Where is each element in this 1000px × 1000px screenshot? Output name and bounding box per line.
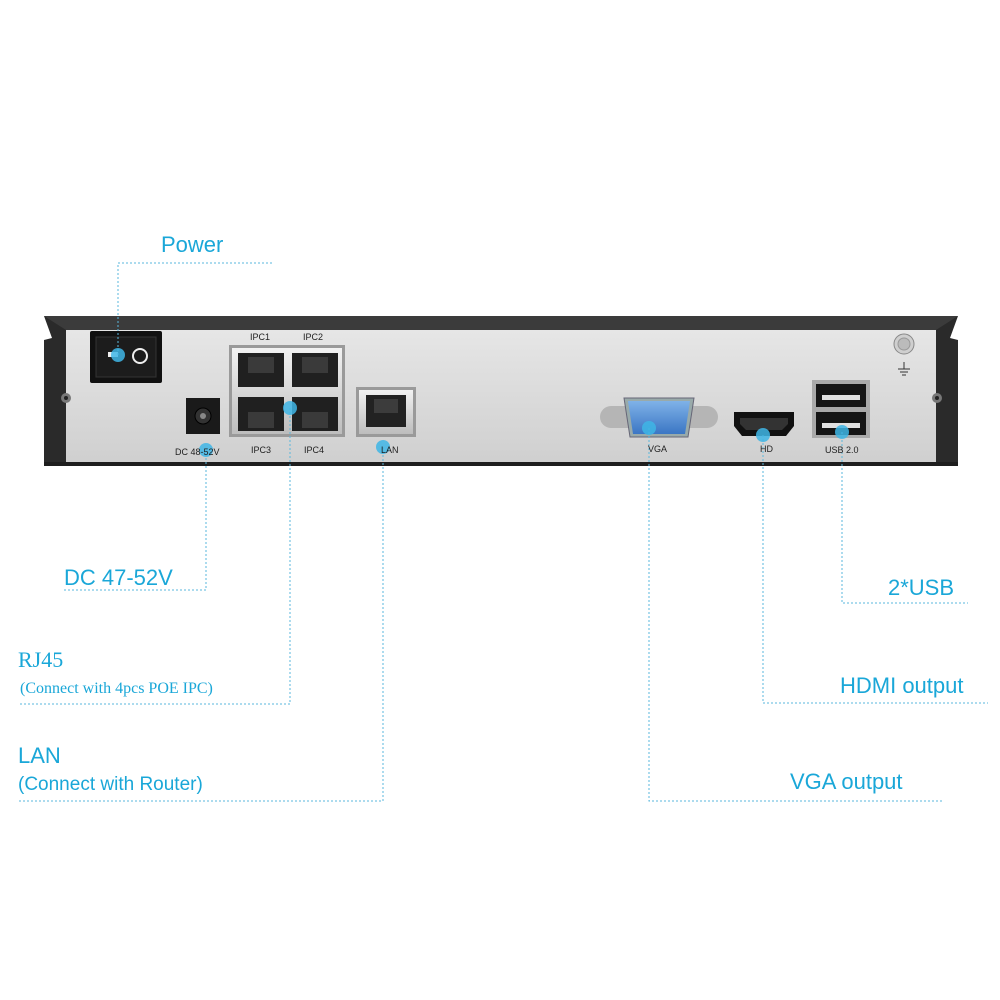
dc-power-jack[interactable] bbox=[186, 398, 220, 434]
callout-line-power bbox=[117, 262, 274, 355]
callout-line-rj45 bbox=[18, 408, 291, 705]
callout-line-dc bbox=[64, 450, 207, 591]
lan-port[interactable] bbox=[356, 387, 416, 437]
callout-dc: DC 47-52V bbox=[64, 565, 173, 590]
callout-dots bbox=[111, 348, 849, 457]
callout-dot-vga bbox=[642, 421, 656, 435]
ground-screw bbox=[893, 333, 915, 355]
callout-line-vga bbox=[648, 428, 944, 802]
label-ipc4: IPC4 bbox=[304, 445, 325, 455]
callout-vga: VGA output bbox=[790, 769, 903, 794]
label-hd: HD bbox=[760, 444, 773, 454]
vga-port[interactable] bbox=[600, 397, 718, 438]
callout-power: Power bbox=[161, 232, 224, 257]
label-ipc2: IPC2 bbox=[303, 332, 324, 342]
callout-rj45-sub: (Connect with 4pcs POE IPC) bbox=[20, 680, 213, 697]
label-ipc1: IPC1 bbox=[250, 332, 271, 342]
label-ipc3: IPC3 bbox=[251, 445, 272, 455]
label-usb: USB 2.0 bbox=[825, 445, 859, 455]
callout-usb: 2*USB bbox=[888, 575, 955, 600]
callout-dot-lan bbox=[376, 440, 390, 454]
rj45-port-ipc2[interactable] bbox=[292, 353, 338, 387]
rear-panel bbox=[66, 330, 936, 465]
callout-hdmi: HDMI output bbox=[840, 673, 964, 698]
callout-lan-sub: (Connect with Router) bbox=[18, 774, 203, 795]
side-screw-left bbox=[61, 393, 71, 403]
power-switch[interactable] bbox=[90, 331, 162, 383]
rj45-port-ipc4[interactable] bbox=[292, 397, 338, 431]
callout-dot-rj45 bbox=[283, 401, 297, 415]
rj45-port-ipc1[interactable] bbox=[238, 353, 284, 387]
hdmi-port[interactable] bbox=[734, 412, 794, 436]
usb-ports bbox=[812, 380, 870, 438]
label-lan: LAN bbox=[381, 445, 399, 455]
callout-dot-dc bbox=[199, 443, 213, 457]
ground-icon bbox=[898, 362, 910, 376]
callout-dot-hdmi bbox=[756, 428, 770, 442]
callout-dot-usb bbox=[835, 425, 849, 439]
rj45-port-ipc3[interactable] bbox=[238, 397, 284, 431]
usb-port-top[interactable] bbox=[816, 384, 866, 407]
label-vga: VGA bbox=[648, 444, 668, 454]
callout-line-hdmi bbox=[762, 435, 988, 704]
callout-dot-power bbox=[111, 348, 125, 362]
callout-lan-title: LAN bbox=[18, 743, 61, 768]
callout-rj45-title: RJ45 bbox=[18, 647, 64, 672]
callout-line-lan bbox=[18, 447, 384, 802]
side-screw-right bbox=[932, 393, 942, 403]
callout-line-usb bbox=[841, 432, 968, 604]
poe-rj45-block bbox=[229, 345, 345, 437]
label-dc: DC 48-52V bbox=[175, 447, 220, 457]
callout-lines bbox=[18, 262, 988, 802]
